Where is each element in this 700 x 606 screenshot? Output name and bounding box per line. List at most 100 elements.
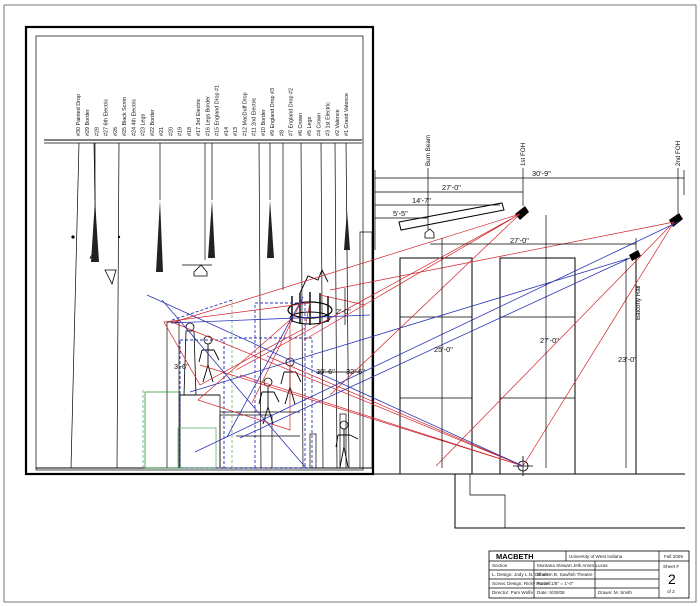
first-foh-label: 1st FOH xyxy=(520,143,527,166)
sheet-border xyxy=(3,4,697,603)
hanging-position-label: #26 xyxy=(113,127,119,136)
hanging-position-label: #27 6th Electric xyxy=(104,99,110,136)
pipe-end-icon xyxy=(71,235,75,239)
beam-red xyxy=(170,213,521,396)
house-labels: Burn Beam 1st FOH 2nd FOH Balcony Rail xyxy=(425,135,682,320)
beam-red xyxy=(171,321,524,467)
dim-25-0: 25'-0" xyxy=(434,345,453,354)
hanging-position-label: #5 Legs xyxy=(307,117,313,136)
drop-line xyxy=(320,142,324,469)
lighting-instrument-icon xyxy=(104,269,117,286)
stage-house-inner-wall xyxy=(35,35,364,471)
stage-house-wall xyxy=(24,25,375,476)
border-drop xyxy=(208,200,215,258)
drop-line xyxy=(334,142,338,469)
beam-red xyxy=(329,221,675,467)
boom-instrument-icon xyxy=(424,228,435,239)
platform-rear xyxy=(254,302,306,469)
hanging-position-label: #13 xyxy=(233,127,239,136)
dim-27-0-top: 27'-0" xyxy=(442,183,461,192)
title-block-sheet-of: of 2 xyxy=(667,589,675,594)
hanging-position-label: #18 xyxy=(187,127,193,136)
hanging-position-label: #4 Crown xyxy=(316,113,322,136)
beam-blue xyxy=(194,221,679,453)
hanging-position-label: #25 Black Scrim xyxy=(122,97,128,136)
dim-30-6: 30'-6" xyxy=(316,367,335,376)
beam-red xyxy=(163,302,311,386)
dimension-lines xyxy=(318,170,685,468)
border-drop xyxy=(344,210,350,250)
dim-27-0-mid: 27'-0" xyxy=(510,236,529,245)
beam-red xyxy=(197,319,291,431)
title-block-row3-mid: Scale: 1/8" = 1'-0" xyxy=(537,581,574,586)
drop-line xyxy=(300,142,304,469)
actor-figure-icon xyxy=(335,420,359,468)
title-block-frame xyxy=(488,550,690,599)
hanging-position-label: #23 Legs xyxy=(141,114,147,136)
beam-blue xyxy=(146,294,524,467)
title-block-row4-mid: Date: 9/30/08 xyxy=(537,590,565,595)
border-drop xyxy=(156,200,163,272)
title-block-row2-left: L. Design: Jody L.N. Gilbert xyxy=(492,572,549,577)
burn-beam xyxy=(398,202,505,231)
hanging-position-label: #22 Border xyxy=(150,109,156,136)
hanging-position-label: #8 xyxy=(279,130,285,136)
hanging-position-label: #11 2nd Electric xyxy=(252,97,258,136)
title-block-date-label: Fall 2009 xyxy=(664,554,683,559)
platform-left xyxy=(144,391,181,469)
title-block-sheet-number: 2 xyxy=(668,571,676,587)
hanging-position-label: #12 MacDuff Drop xyxy=(242,92,248,136)
hanging-position-label: #21 xyxy=(159,127,165,136)
stair-block xyxy=(179,339,225,469)
dim-32-6: 32'-6" xyxy=(346,367,365,376)
fly-system xyxy=(70,142,350,469)
pit-step xyxy=(469,474,506,528)
lighting-instrument-icon xyxy=(193,264,208,277)
foh-instrument-icon xyxy=(515,206,529,220)
beam-blue xyxy=(171,299,233,321)
hanging-position-label: #10 Border xyxy=(261,109,267,136)
beam-blue xyxy=(226,296,304,438)
beam-blue xyxy=(239,257,631,439)
drop-line xyxy=(116,142,120,469)
title-block: MACBETH University of West Indiana Fall … xyxy=(488,550,690,599)
hanging-position-label: #28 xyxy=(95,127,101,136)
light-beams xyxy=(146,213,679,469)
dim-27-0-vert: 27'-0" xyxy=(540,336,559,345)
auditorium-section xyxy=(373,168,685,529)
dim-5-5: 5'-5" xyxy=(393,209,408,218)
drop-line xyxy=(345,142,350,469)
hanging-position-label: #17 3rd Electric xyxy=(196,98,202,136)
dimension-labels: 30'-9" 27'-0" 14'-7" 5'-5" 27'-0" 2'-0" … xyxy=(174,169,637,376)
hanging-position-label: #3 1st Electric xyxy=(326,102,332,136)
hanging-position-label: #30 Painted Drop xyxy=(76,94,82,136)
pipe-end-icon xyxy=(117,235,121,239)
hanging-position-label: #1 Grand Valence xyxy=(344,93,350,136)
beam-blue xyxy=(161,299,307,469)
hanging-position-label: #20 xyxy=(168,127,174,136)
seating-bay xyxy=(399,257,473,475)
hanging-position-label: #6 Crown xyxy=(298,113,304,136)
border-drop xyxy=(91,200,99,262)
dim-14-7: 14'-7" xyxy=(412,196,431,205)
painted-drop-line xyxy=(70,142,80,469)
post xyxy=(339,413,347,469)
hanging-position-label: #16 Legs Border xyxy=(205,96,211,136)
hanging-position-label: #14 xyxy=(224,127,230,136)
dim-2-0: 2'-0" xyxy=(336,307,351,316)
dim-30-9: 30'-9" xyxy=(532,169,551,178)
seating-bay xyxy=(499,257,576,475)
post xyxy=(309,433,317,469)
hanging-position-label: #24 4th Electric xyxy=(131,99,137,136)
hanging-position-label: #2 Valence xyxy=(335,109,341,136)
drop-line xyxy=(258,142,262,469)
dim-23-0: 23'-0" xyxy=(618,355,637,364)
burn-beam-label: Burn Beam xyxy=(425,135,432,166)
title-block-row1-mid: Montana Stewart Jelk Amen Lucas xyxy=(537,563,608,568)
title-block-row3-left: Scenic Design: Ricky Purcell xyxy=(492,581,550,586)
title-block-row4-right: Drawn: M. Smith xyxy=(598,590,632,595)
hanging-position-label: #15 England Drop #1 xyxy=(215,85,221,136)
hanging-position-label: #7 England Drop #2 xyxy=(289,88,295,136)
title-block-title: MACBETH xyxy=(496,552,534,561)
